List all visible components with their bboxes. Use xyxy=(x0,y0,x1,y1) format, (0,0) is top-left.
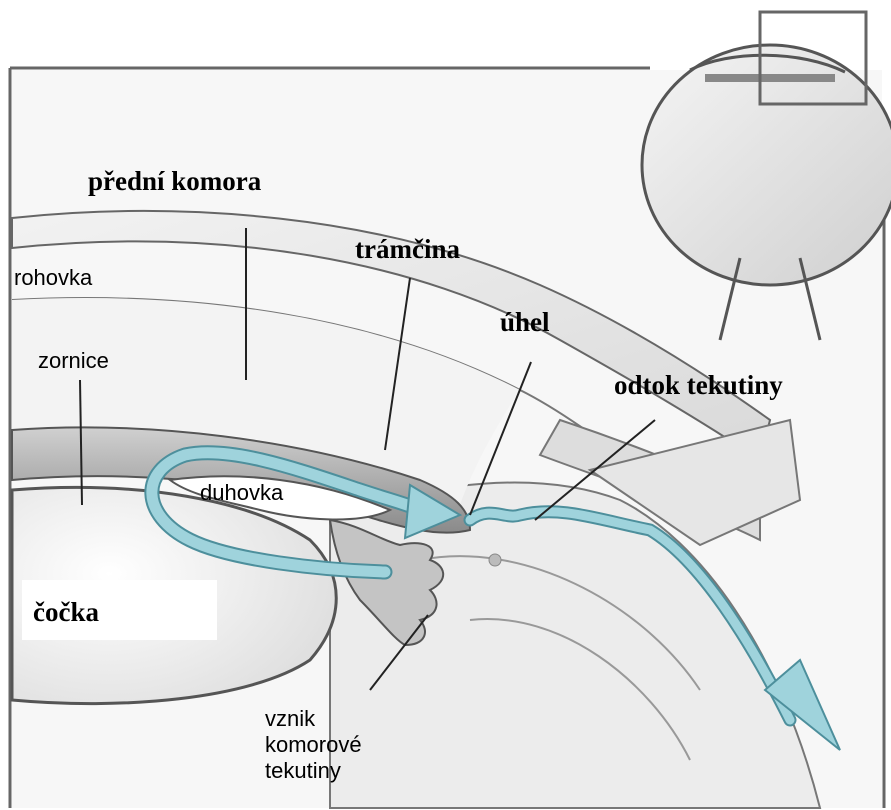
label-cornea: rohovka xyxy=(14,265,92,291)
ciliary-dot xyxy=(489,554,501,566)
label-fluid-origin-line-2: komorové xyxy=(265,732,362,758)
label-angle: úhel xyxy=(500,307,550,338)
label-lens: čočka xyxy=(33,597,99,628)
label-fluid-origin: vznik komorové tekutiny xyxy=(265,706,362,784)
label-pupil: zornice xyxy=(38,348,109,374)
label-trabecular-meshwork: trámčina xyxy=(355,234,460,265)
label-anterior-chamber: přední komora xyxy=(88,166,261,197)
label-fluid-outflow: odtok tekutiny xyxy=(614,370,783,401)
label-iris: duhovka xyxy=(200,480,283,506)
label-fluid-origin-line-3: tekutiny xyxy=(265,758,362,784)
label-fluid-origin-line-1: vznik xyxy=(265,706,362,732)
